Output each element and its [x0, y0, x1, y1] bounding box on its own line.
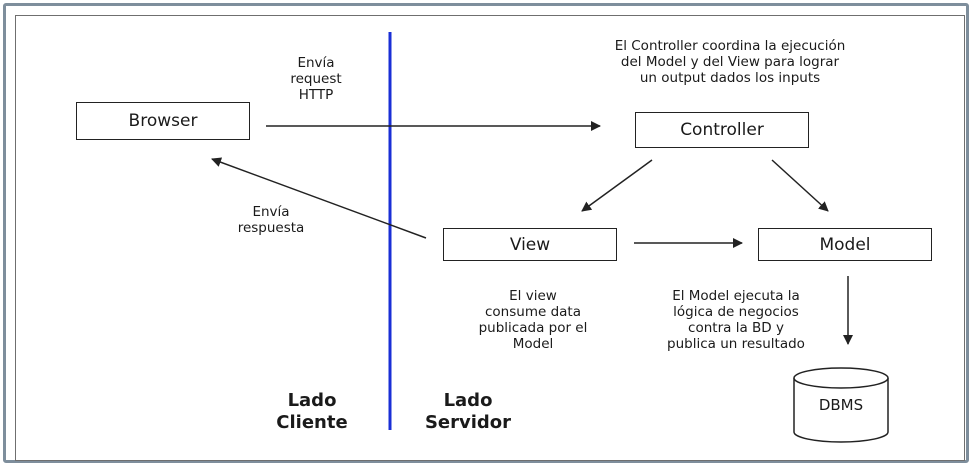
dbms-cylinder-icon [793, 367, 889, 443]
arrow-view-to-browser [211, 157, 427, 239]
request-note: Envía request HTTP [290, 55, 342, 103]
diagram-border [15, 15, 965, 461]
response-note: Envía respuesta [237, 204, 305, 236]
dbms-label: DBMS [818, 396, 864, 414]
arrow-controller-to-model [771, 159, 829, 212]
server-side-label: Lado Servidor [424, 390, 512, 433]
model-description: El Model ejecuta la lógica de negocios c… [667, 288, 805, 352]
controller-description: El Controller coordina la ejecución del … [614, 38, 846, 86]
controller-node: Controller [635, 112, 809, 148]
browser-node: Browser [76, 102, 250, 140]
client-side-label: Lado Cliente [276, 390, 348, 433]
view-node: View [443, 228, 617, 261]
view-description: El view consume data publicada por el Mo… [478, 288, 588, 352]
arrow-controller-to-view [581, 159, 653, 212]
model-node: Model [758, 228, 932, 261]
